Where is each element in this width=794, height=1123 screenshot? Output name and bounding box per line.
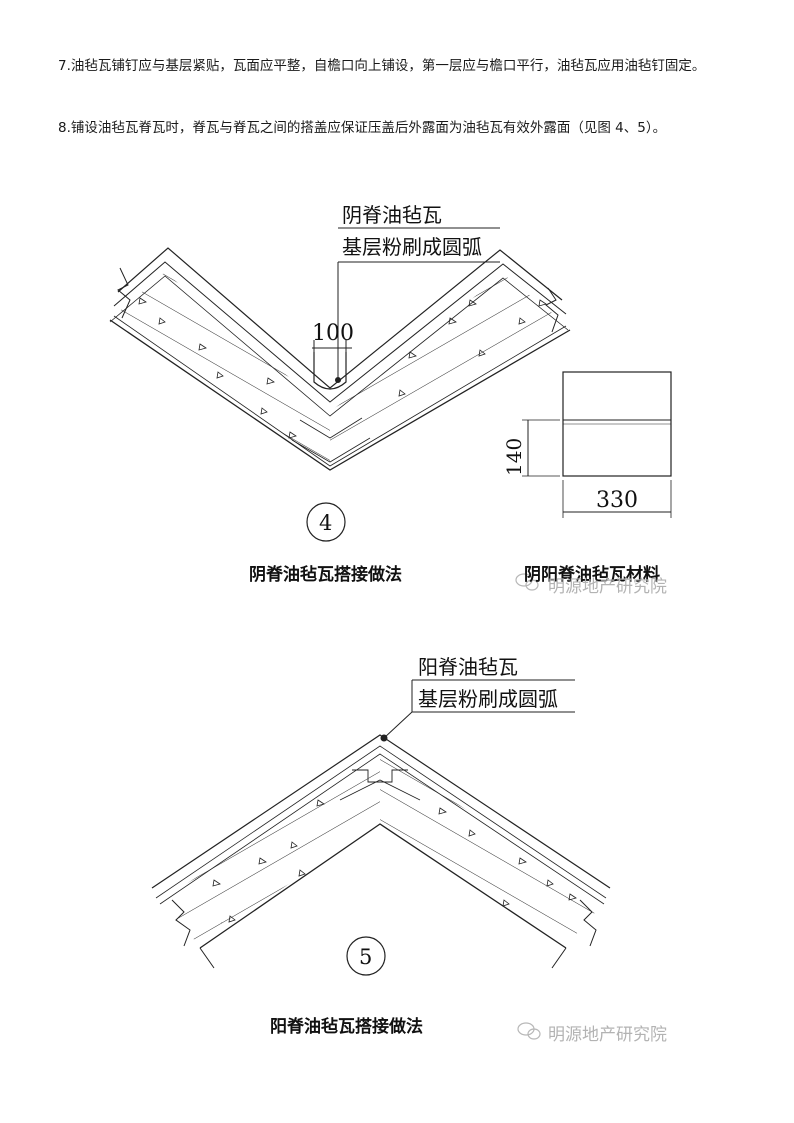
valley-label-line2: 基层粉刷成圆弧: [342, 235, 482, 259]
material-dim-width: 330: [596, 488, 638, 513]
valley-ridge-drawing: [109, 227, 571, 471]
paragraph-8: 8.铺设油毡瓦脊瓦时，脊瓦与脊瓦之间的搭盖应保证压盖后外露面为油毡瓦有效外露面（…: [58, 120, 667, 136]
material-dim-height: 140: [502, 438, 526, 476]
wechat-icon: [517, 1022, 541, 1040]
paragraph-7: 7.油毡瓦铺钉应与基层紧贴，瓦面应平整，自檐口向上铺设，第一层应与檐口平行，油毡…: [58, 58, 706, 74]
ridge-label-line1: 阳脊油毡瓦: [418, 655, 518, 679]
wechat-icon: [515, 573, 539, 591]
figure-4-number: 4: [319, 511, 332, 535]
material-caption: 阴阳脊油毡瓦材料: [524, 565, 660, 585]
figure-4-caption: 阴脊油毡瓦搭接做法: [249, 565, 402, 585]
figure-5-number: 5: [359, 945, 372, 969]
figure-5-badge: [346, 936, 386, 976]
valley-label-line1: 阴脊油毡瓦: [342, 203, 442, 227]
watermark-top: 明源地产研究院: [548, 577, 667, 597]
figure-4-badge: [306, 502, 346, 542]
valley-dim-width: 100: [312, 321, 354, 346]
ridge-label-line2: 基层粉刷成圆弧: [418, 687, 558, 711]
material-drawing: [522, 371, 672, 518]
hip-ridge-drawing: [151, 679, 611, 969]
figure-5-caption: 阳脊油毡瓦搭接做法: [270, 1017, 423, 1037]
watermark-bottom: 明源地产研究院: [548, 1025, 667, 1045]
